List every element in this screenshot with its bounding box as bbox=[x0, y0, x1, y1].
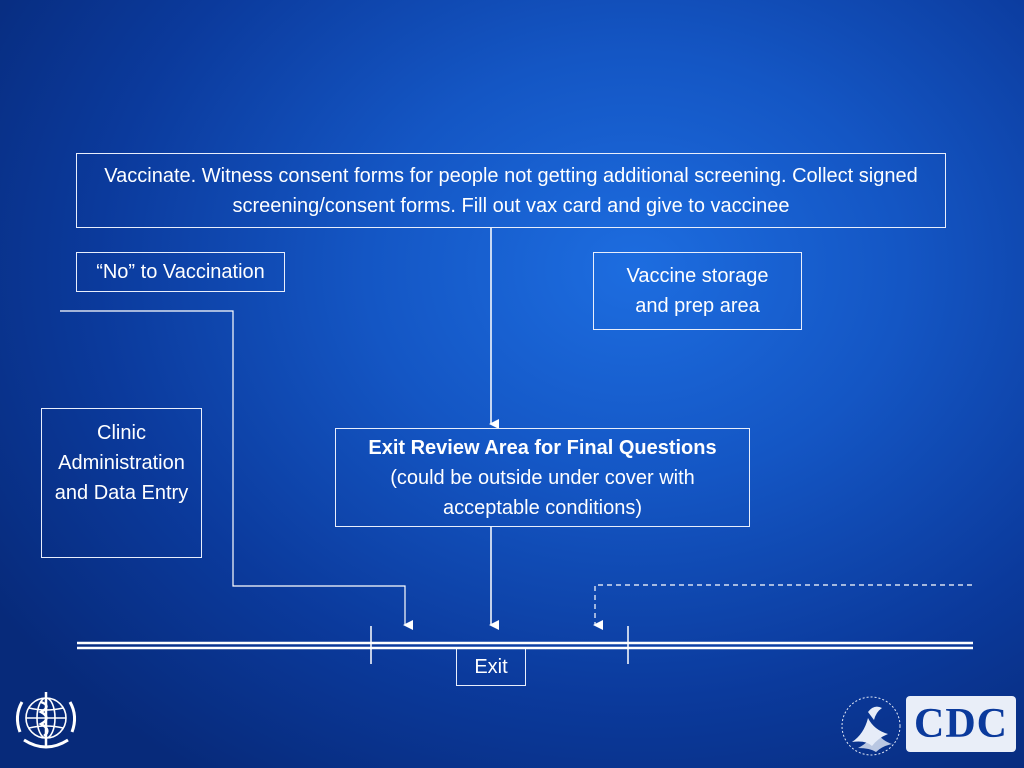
exit-review-box: Exit Review Area for Final Questions (co… bbox=[335, 428, 750, 527]
hhs-eagle-icon bbox=[841, 696, 901, 756]
arrow-no-vaccination-to-exit bbox=[60, 310, 413, 630]
vaccine-storage-box: Vaccine storage and prep area bbox=[593, 252, 802, 330]
exit-review-detail: (could be outside under cover with accep… bbox=[390, 466, 695, 519]
exit-review-title: Exit Review Area for Final Questions bbox=[368, 436, 717, 459]
dashed-arrow-to-exit bbox=[593, 584, 972, 630]
cdc-logo-text: CDC bbox=[914, 701, 1008, 747]
vaccinate-station-text: Vaccinate. Witness consent forms for peo… bbox=[104, 164, 918, 217]
clinic-administration-label: Clinic Administration and Data Entry bbox=[54, 422, 189, 504]
clinic-administration-box: Clinic Administration and Data Entry bbox=[41, 408, 202, 558]
vaccinate-station-box: Vaccinate. Witness consent forms for peo… bbox=[76, 153, 946, 228]
no-vaccination-label: “No” to Vaccination bbox=[96, 261, 265, 283]
no-vaccination-box: “No” to Vaccination bbox=[76, 252, 285, 292]
vaccine-storage-label: Vaccine storage and prep area bbox=[626, 265, 769, 317]
exit-label: Exit bbox=[474, 656, 508, 678]
who-emblem-icon bbox=[15, 692, 77, 749]
exit-box: Exit bbox=[456, 649, 526, 686]
cdc-logo: CDC bbox=[906, 696, 1016, 752]
